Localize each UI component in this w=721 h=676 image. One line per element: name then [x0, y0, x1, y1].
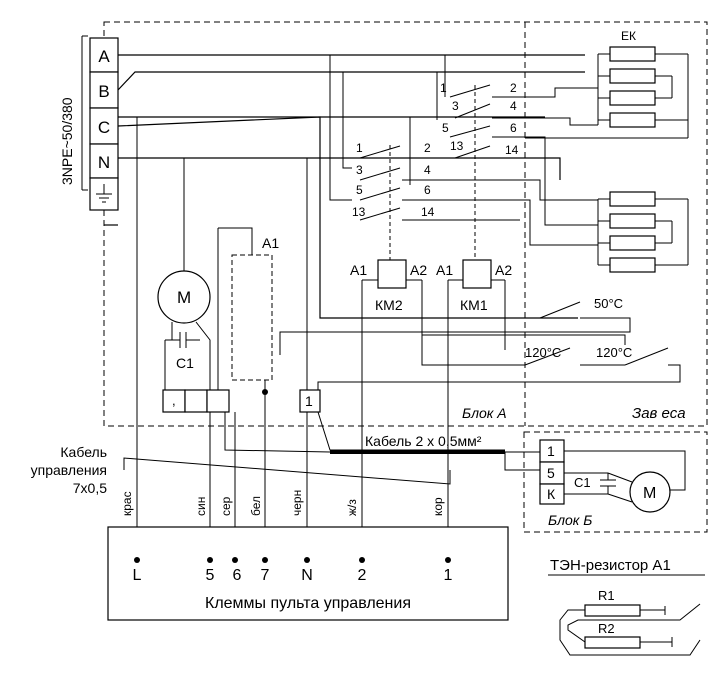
- km1-contact-1: 1: [440, 81, 447, 95]
- km2-contact-6: 6: [424, 183, 431, 197]
- terminal-1-box: [299, 389, 321, 413]
- km1-contact-5: 5: [442, 121, 449, 135]
- km1-contact-13: 13: [450, 139, 464, 153]
- thermostat-120-a: 120°C: [525, 345, 561, 360]
- panel-terminal-1: 1: [444, 567, 453, 584]
- motor-label: M: [177, 288, 191, 307]
- wire-color-labels: крас син сер бел черн ж/з кор: [120, 490, 445, 516]
- fan-motor: M C1: [157, 158, 211, 390]
- km1-a2: A2: [495, 262, 512, 278]
- km1-contact-4: 4: [510, 99, 517, 113]
- km1-contact-3: 3: [452, 99, 459, 113]
- block-b-motor: M: [643, 485, 656, 502]
- wire-color-yellow-green: ж/з: [345, 499, 359, 516]
- km2-coil: A1 A2 КМ2: [350, 259, 427, 313]
- heater-bank-upper: ЕК: [525, 29, 689, 139]
- block-b: 1 5 К M C1 Блок Б: [539, 439, 686, 528]
- block-b-enclosure: [523, 431, 708, 533]
- km2-contact-5: 5: [356, 183, 363, 197]
- r2-label: R2: [598, 621, 615, 636]
- wire-color-white: бел: [249, 496, 263, 516]
- wire-color-grey: сер: [219, 496, 233, 516]
- panel-terminal-2: 2: [358, 567, 367, 584]
- heater-bank-lower: [597, 191, 689, 273]
- terminal-b: B: [98, 82, 109, 101]
- cable-label-line2: управления: [31, 462, 107, 478]
- heater-feed-wires: [445, 87, 598, 246]
- km1-label: КМ1: [460, 297, 488, 313]
- km2-contact-4: 4: [424, 163, 431, 177]
- supply-label: 3NPE~50/380: [59, 97, 75, 185]
- supply-terminal-block: A B C N: [89, 37, 119, 211]
- resistor-a1-label: A1: [262, 235, 279, 251]
- km1-contact-14: 14: [505, 143, 519, 157]
- ten-resistor-detail: ТЭН-резистор А1 R1 R2: [548, 557, 705, 656]
- km2-contacts: 1 2 3 4 5 6 13 14: [352, 141, 445, 260]
- motor-capacitor-label: C1: [176, 355, 194, 371]
- km2-label: КМ2: [375, 297, 403, 313]
- phase-buses: [104, 54, 585, 319]
- svg-text:,: ,: [172, 393, 176, 408]
- terminal-n: N: [98, 153, 110, 172]
- km1-coil: A1 A2 КМ1: [436, 259, 512, 313]
- km2-contact-2: 2: [424, 141, 431, 155]
- km2-contact-14: 14: [421, 205, 435, 219]
- km2-a2: A2: [410, 262, 427, 278]
- km2-contact-1: 1: [356, 141, 363, 155]
- panel-terminal-6: 6: [233, 567, 242, 584]
- block-b-label: Блок Б: [548, 512, 592, 528]
- km1-a1: A1: [436, 262, 453, 278]
- panel-title: Клеммы пульта управления: [205, 595, 411, 612]
- panel-terminal-7: 7: [261, 567, 270, 584]
- terminal-c: C: [98, 118, 110, 137]
- wire-color-brown: кор: [431, 497, 445, 516]
- wire-color-black: черн: [290, 490, 304, 516]
- block-b-terminal-5: 5: [547, 465, 555, 481]
- cable-label-line3: 7х0,5: [73, 480, 107, 496]
- resistor-a1: A1: [217, 227, 279, 395]
- curtain-label: Зав еса: [632, 405, 686, 422]
- thermostat-50: 50°C: [594, 296, 623, 311]
- r1-label: R1: [598, 588, 615, 603]
- block-b-terminal-1: 1: [547, 443, 555, 459]
- wire-color-red: крас: [120, 491, 134, 516]
- cable-label-line1: Кабель: [60, 444, 107, 460]
- heater-label: ЕК: [621, 29, 636, 43]
- block-b-capacitor: C1: [574, 475, 591, 490]
- ground-icon: [96, 184, 112, 203]
- block-a-enclosure: [103, 21, 708, 427]
- km-feeds: [329, 55, 446, 201]
- thermostats: 50°C 120°C 120°C: [279, 296, 681, 392]
- ten-resistor-title: ТЭН-резистор А1: [550, 557, 671, 574]
- terminal-a: A: [98, 47, 110, 66]
- km2-a1: A1: [350, 262, 367, 278]
- panel-terminal-l: L: [133, 567, 142, 584]
- control-cable-label: Кабель 2 х 0,5мм²: [365, 433, 482, 449]
- thermostat-120-b: 120°C: [596, 345, 632, 360]
- wire-color-blue: син: [194, 497, 208, 516]
- panel-terminal-5: 5: [206, 567, 215, 584]
- terminal-1-label: 1: [305, 393, 313, 409]
- km1-contact-2: 2: [510, 81, 517, 95]
- km1-contacts: 1 2 3 4 5 6 13 14: [440, 81, 525, 260]
- block-a-label: Блок А: [462, 405, 507, 421]
- block-b-terminal-k: К: [547, 486, 556, 502]
- control-panel-terminals: L 5 6 7 N 2 1 Клеммы пульта управления: [107, 526, 509, 621]
- panel-terminal-n: N: [301, 567, 313, 584]
- km2-contact-13: 13: [352, 205, 366, 219]
- km2-contact-3: 3: [356, 163, 363, 177]
- km1-contact-6: 6: [510, 121, 517, 135]
